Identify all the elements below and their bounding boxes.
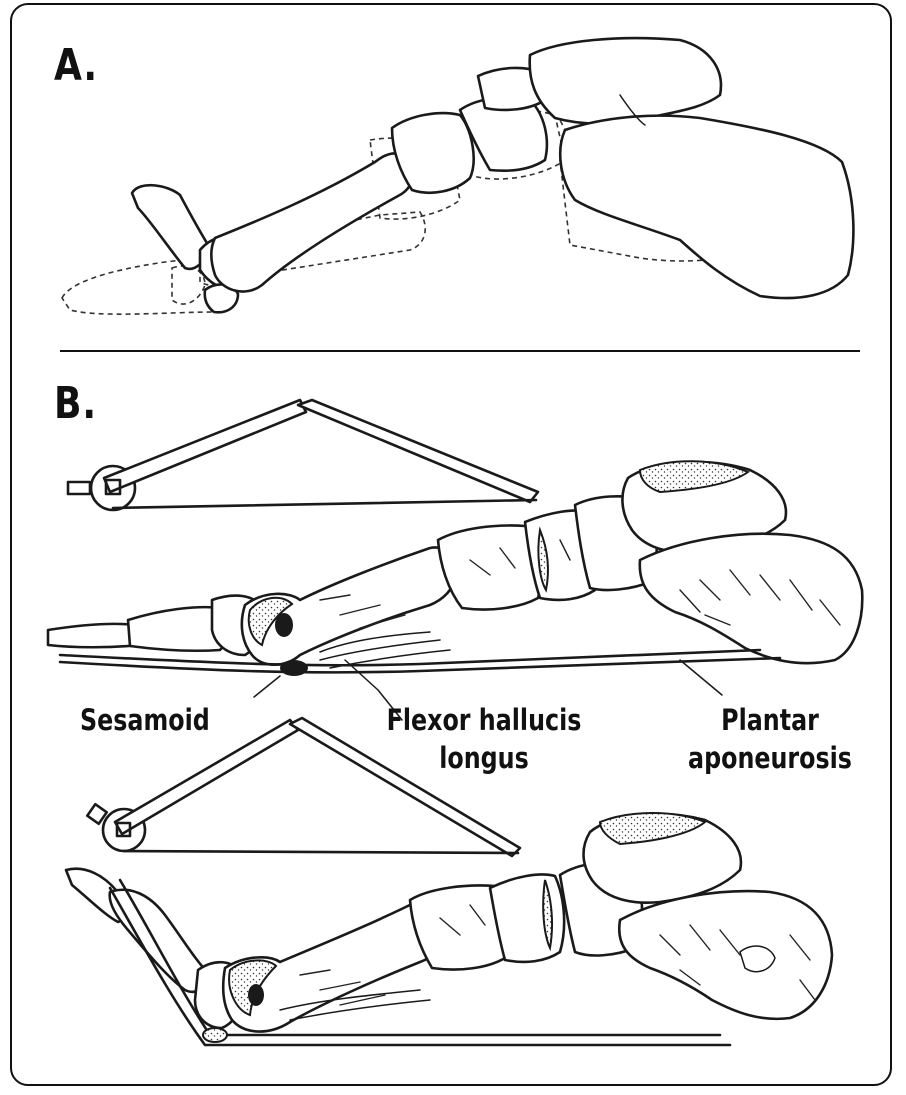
sesamoid-leader (254, 676, 280, 697)
label-sesamoid: Sesamoid (80, 702, 210, 738)
windlass-diagram-upper (68, 400, 538, 510)
label-flexor-hallucis-line2: longus (377, 740, 590, 776)
plantar-leader (680, 660, 722, 695)
solid-skeleton (132, 38, 853, 312)
windlass-diagram-lower (87, 718, 520, 856)
panel-a-drawing (62, 38, 853, 314)
label-plantar-line2: aponeurosis (675, 740, 865, 776)
sesamoid-upper (280, 660, 308, 676)
label-plantar-line1: Plantar (688, 702, 852, 738)
panel-b-upper (48, 400, 862, 676)
label-flexor-hallucis-line1: Flexor hallucis (377, 702, 590, 738)
